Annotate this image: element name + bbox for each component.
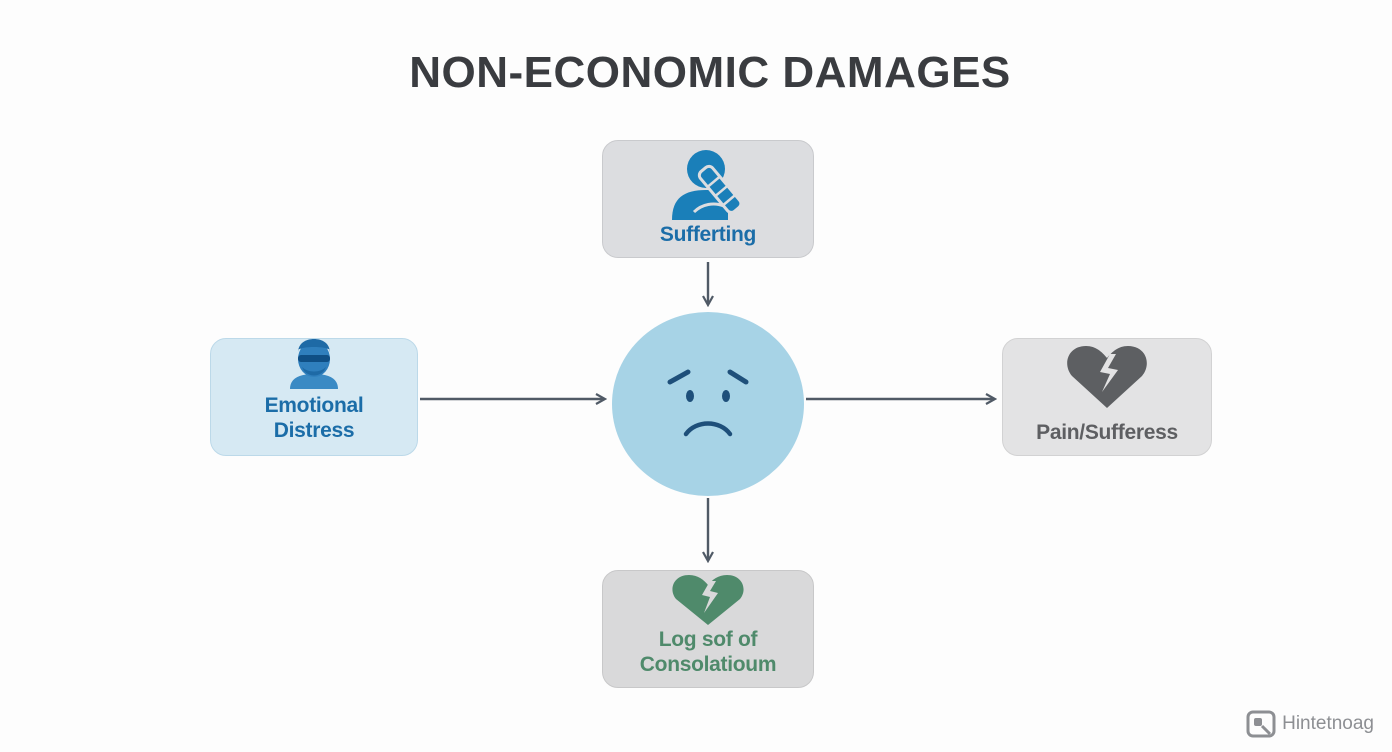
masked-person-icon: [290, 339, 338, 389]
broken-heart-icon: [1067, 346, 1147, 408]
watermark-text: Hintetnoag: [1282, 713, 1374, 734]
node-loss-of-consortium-label-line1: Log sof of: [658, 628, 758, 651]
person-with-bandaged-arm-icon: [672, 150, 743, 220]
diagram-title: NON-ECONOMIC DAMAGES: [409, 48, 1011, 97]
node-emotional-distress-label-line1: Emotional: [264, 394, 364, 417]
watermark: Hintetnoag: [1246, 710, 1374, 738]
node-emotional-distress: Emotional Distress: [210, 338, 418, 456]
hub-circle: [612, 312, 804, 496]
logo-icon: [1246, 710, 1276, 738]
node-pain-suffering: Pain/Sufferess: [1002, 338, 1212, 456]
node-emotional-distress-label-line2: Distress: [273, 419, 355, 442]
sad-face-icon: [667, 369, 749, 437]
node-suffering: Sufferting: [602, 140, 814, 258]
node-loss-of-consortium: Log sof of Consolatioum: [602, 570, 814, 688]
broken-heart-icon: [672, 575, 744, 625]
node-pain-suffering-label: Pain/Sufferess: [1036, 421, 1178, 444]
node-suffering-label: Sufferting: [659, 223, 757, 246]
node-loss-of-consortium-label-line2: Consolatioum: [639, 653, 777, 676]
